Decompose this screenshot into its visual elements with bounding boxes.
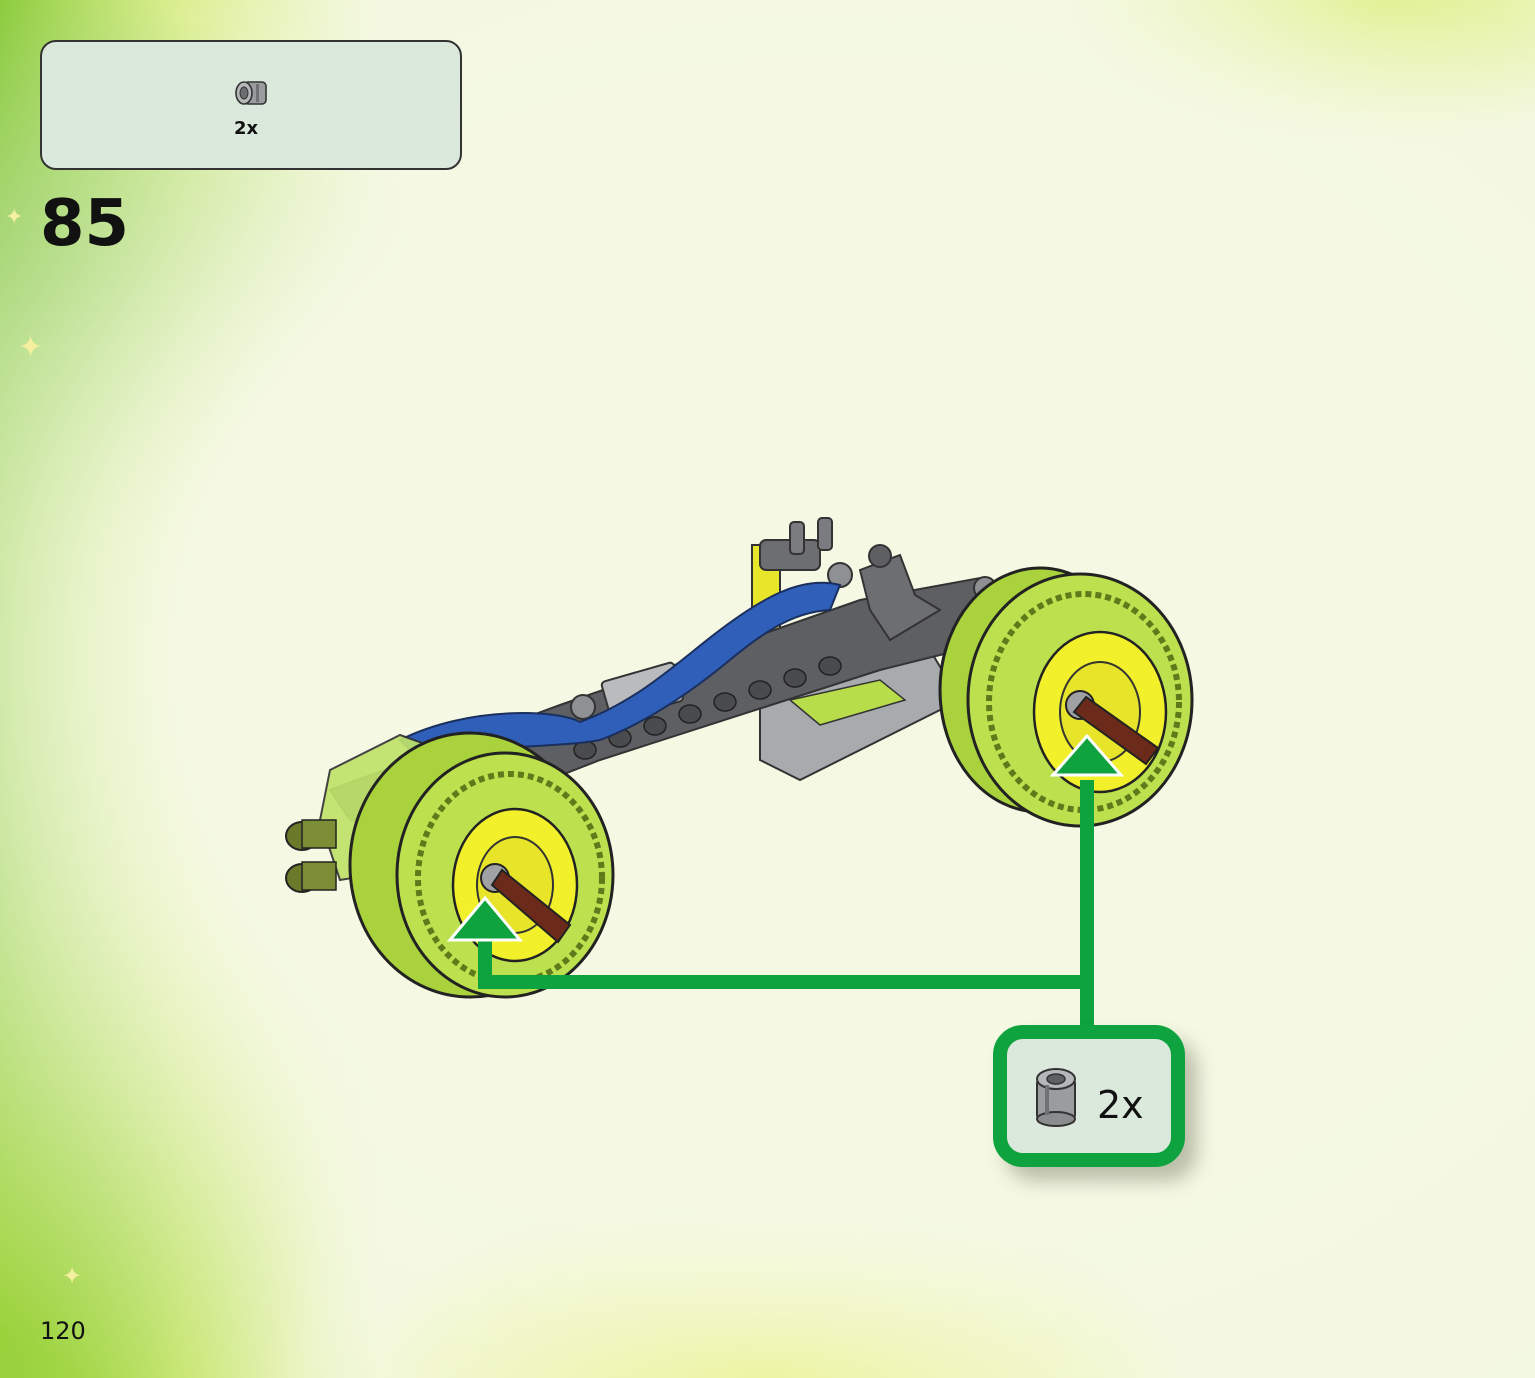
blue-fairing	[398, 581, 842, 762]
star-decoration: ✦	[62, 1262, 83, 1290]
rear-wheel	[938, 566, 1194, 828]
callout-quantity: 2x	[1097, 1083, 1144, 1127]
assembly-arrows	[446, 733, 1125, 1025]
page-number: 120	[40, 1317, 86, 1345]
bushing-icon	[1031, 1065, 1081, 1133]
parts-quantity: 2x	[234, 118, 259, 139]
callout-box: 2x	[993, 1025, 1185, 1167]
star-decoration: ✦	[18, 330, 44, 365]
step-number: 85	[40, 187, 130, 261]
parts-list-panel: 2x	[40, 40, 462, 170]
bushing-icon	[232, 78, 272, 116]
star-decoration: ✦	[5, 205, 24, 230]
